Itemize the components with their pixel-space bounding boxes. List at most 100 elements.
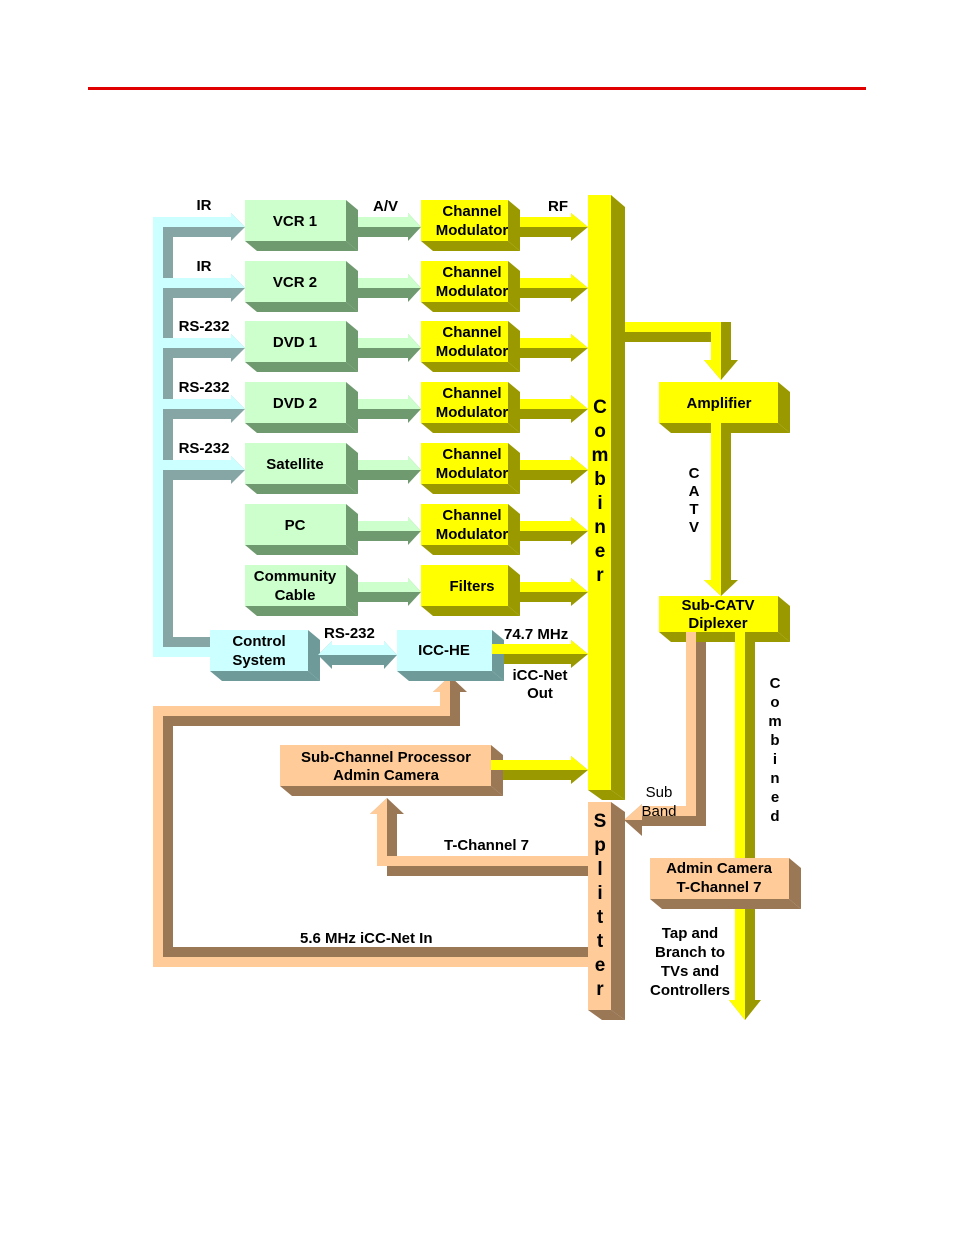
source-box: Satellite: [245, 443, 421, 494]
modulator-line1: Channel: [442, 324, 501, 341]
letter: o: [770, 694, 779, 711]
source-label: Satellite: [266, 456, 324, 473]
control-bus: [153, 217, 210, 657]
modulator-line2: Modulator: [436, 465, 509, 482]
letter: b: [594, 469, 606, 490]
letter: C: [593, 397, 607, 418]
modulator-box: Filters: [421, 565, 588, 616]
catv-arrow: CATV: [689, 423, 738, 596]
mhz747-label: 74.7 MHz: [504, 626, 568, 643]
modulator-line2: Modulator: [436, 283, 509, 300]
icc-he: ICC-HE: [397, 630, 504, 681]
icc-he-label: ICC-HE: [418, 642, 470, 659]
modulator-line1: Channel: [442, 203, 501, 220]
sub-channel-processor: Sub-Channel Processor Admin Camera: [280, 745, 503, 796]
letter: V: [689, 519, 699, 536]
modulator-line1: Channel: [442, 264, 501, 281]
control-branch: RS-232: [153, 440, 245, 484]
letter: C: [770, 675, 781, 692]
tap-label-3: TVs and: [661, 963, 719, 980]
modulator-line1: Channel: [442, 446, 501, 463]
control-system: Control System: [210, 630, 320, 681]
header-rule: [88, 87, 866, 90]
letter: t: [597, 931, 604, 952]
control-label: RS-232: [179, 318, 230, 335]
modulator-line2: Modulator: [436, 343, 509, 360]
source-box: VCR 1: [245, 200, 421, 251]
letter: d: [770, 808, 779, 825]
letter: i: [597, 493, 602, 514]
tap-label-4: Controllers: [650, 982, 730, 999]
control-branch: RS-232: [153, 318, 245, 362]
letter: i: [597, 883, 602, 904]
tchannel7-label: T-Channel 7: [444, 837, 529, 854]
control-system-line2: System: [232, 652, 285, 669]
admin-camera-box: Admin Camera T-Channel 7: [650, 858, 801, 909]
control-branch: IR: [153, 258, 245, 302]
source-label: PC: [285, 517, 306, 534]
letter: r: [596, 565, 604, 586]
sub-processor-line2: Admin Camera: [333, 767, 440, 784]
av-label: A/V: [373, 198, 398, 215]
source-line1: Community: [254, 568, 337, 585]
sub-band-label-2: Band: [641, 803, 676, 820]
source-box: DVD 2: [245, 382, 421, 433]
letter: o: [594, 421, 606, 442]
control-label: IR: [197, 258, 212, 275]
sub-processor-line1: Sub-Channel Processor: [301, 749, 471, 766]
amplifier-label: Amplifier: [686, 395, 751, 412]
iccnet-out-label-2: Out: [527, 685, 553, 702]
sub-band-arrow: [624, 632, 706, 836]
rf-label: RF: [548, 198, 568, 215]
source-box: PC: [245, 504, 421, 555]
admin-camera-line2: T-Channel 7: [676, 879, 761, 896]
icc-to-combiner-arrow: [492, 640, 588, 668]
source-label: DVD 2: [273, 395, 317, 412]
amplifier: Amplifier: [659, 382, 790, 433]
rs232-icc-label: RS-232: [324, 625, 375, 642]
diplexer-line1: Sub-CATV: [681, 597, 754, 614]
modulator-boxes: ChannelModulatorChannelModulatorChannelM…: [421, 200, 588, 616]
modulator-label: Filters: [449, 578, 494, 595]
control-branch: RS-232: [153, 379, 245, 423]
modulator-line2: Modulator: [436, 404, 509, 421]
diplexer: Sub-CATV Diplexer: [659, 596, 790, 642]
letter: n: [594, 517, 606, 538]
tap-label-1: Tap and: [662, 925, 718, 942]
control-system-line1: Control: [232, 633, 285, 650]
letter: t: [597, 907, 604, 928]
modulator-line1: Channel: [442, 385, 501, 402]
diplexer-line2: Diplexer: [688, 615, 747, 632]
source-label: DVD 1: [273, 334, 317, 351]
letter: p: [594, 835, 606, 856]
modulator-line2: Modulator: [436, 526, 509, 543]
source-box: VCR 2: [245, 261, 421, 312]
letter: l: [597, 859, 602, 880]
admin-camera-line1: Admin Camera: [666, 860, 773, 877]
letter: T: [689, 501, 698, 518]
combiner-to-amplifier-arrow: [625, 322, 738, 380]
letter: S: [594, 811, 607, 832]
letter: m: [768, 713, 781, 730]
letter: b: [770, 732, 779, 749]
letter: e: [595, 955, 606, 976]
letter: n: [770, 770, 779, 787]
letter: m: [592, 445, 609, 466]
iccnet-out-label-1: iCC-Net: [513, 667, 568, 684]
control-label: IR: [197, 197, 212, 214]
control-label: RS-232: [179, 440, 230, 457]
control-branch: IR: [153, 197, 245, 241]
source-box: DVD 1: [245, 321, 421, 372]
letter: r: [596, 979, 604, 1000]
source-label: VCR 1: [273, 213, 317, 230]
source-label: VCR 2: [273, 274, 317, 291]
letter: A: [689, 483, 700, 500]
